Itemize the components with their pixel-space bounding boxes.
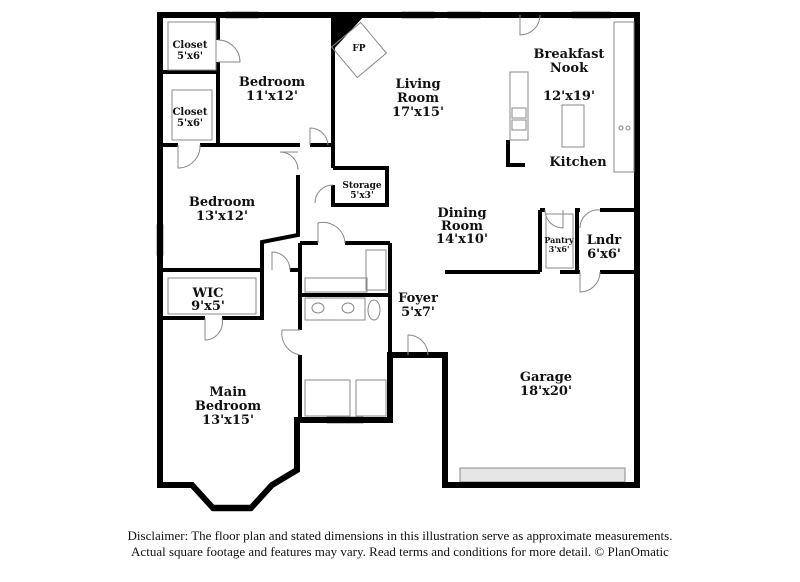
- closet-1-name: Closet: [172, 40, 207, 51]
- room-labels: Closet 5'x6' Bedroom 11'x12' Closet 5'x6…: [172, 40, 621, 428]
- kitchen-name: Kitchen: [549, 155, 607, 170]
- dining-room-name-1: Dining: [437, 206, 486, 221]
- bedroom-1-dim: 11'x12': [246, 89, 298, 104]
- fireplace-label: FP: [352, 44, 365, 54]
- disclaimer-line-2: Actual square footage and features may v…: [131, 544, 669, 559]
- disclaimer-line-1: Disclaimer: The floor plan and stated di…: [127, 528, 673, 543]
- main-bedroom-name-1: Main: [209, 385, 247, 400]
- bedroom-1-name: Bedroom: [239, 75, 306, 90]
- bedroom-2-dim: 13'x12': [196, 209, 248, 224]
- pantry-name: Pantry: [544, 235, 574, 245]
- bedroom-2-name: Bedroom: [189, 195, 256, 210]
- exterior-walls: [157, 12, 640, 511]
- dining-room-name-2: Room: [441, 219, 483, 234]
- garage-dim: 18'x20': [520, 384, 572, 399]
- wic-dim: 9'x5': [191, 299, 225, 314]
- laundry-name: Lndr: [587, 233, 622, 248]
- living-room-dim: 17'x15': [392, 105, 444, 120]
- breakfast-nook-name-1: Breakfast: [534, 47, 605, 62]
- main-bedroom-dim: 13'x15': [202, 413, 254, 428]
- laundry-dim: 6'x6': [587, 247, 621, 262]
- living-room-name-1: Living: [395, 77, 440, 92]
- fixtures: [167, 21, 635, 417]
- dining-room-dim: 14'x10': [436, 232, 488, 247]
- living-room-name-2: Room: [397, 91, 439, 106]
- closet-2-name: Closet: [172, 107, 207, 118]
- doors: [177, 14, 601, 356]
- storage-name: Storage: [342, 181, 382, 191]
- breakfast-nook-name-2: Nook: [550, 61, 589, 76]
- closet-1-dim: 5'x6': [177, 51, 203, 62]
- pantry-dim: 3'x6': [549, 244, 570, 254]
- main-bedroom-name-2: Bedroom: [195, 399, 262, 414]
- garage-name: Garage: [520, 370, 572, 385]
- foyer-name: Foyer: [398, 291, 438, 306]
- interior-walls: [160, 15, 637, 420]
- wic-name: WIC: [191, 286, 223, 301]
- foyer-dim: 5'x7': [401, 305, 435, 320]
- closet-2-dim: 5'x6': [177, 118, 203, 129]
- storage-dim: 5'x3': [350, 191, 373, 201]
- breakfast-nook-dim: 12'x19': [543, 89, 595, 104]
